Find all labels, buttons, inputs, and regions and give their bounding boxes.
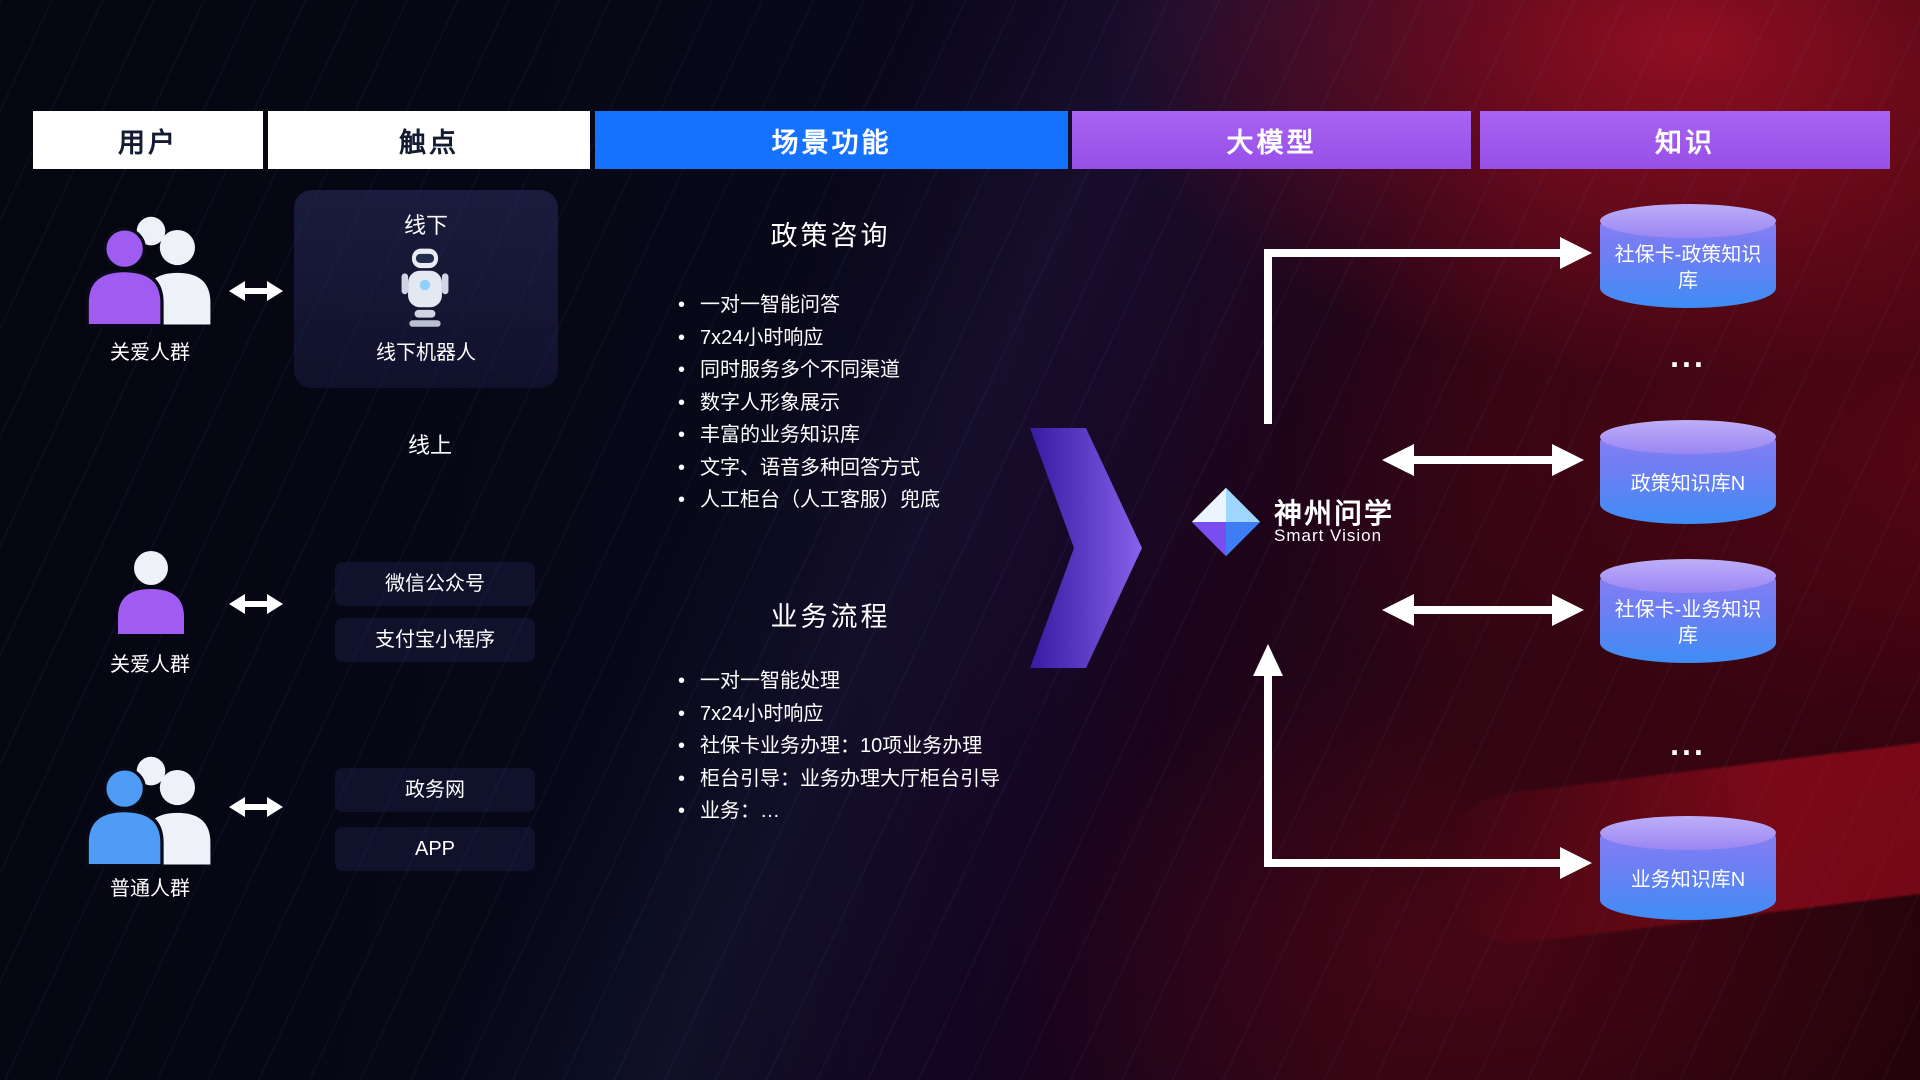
model-subtitle: Smart Vision [1274, 526, 1383, 545]
channel-app: APP [335, 827, 535, 871]
list-item: 数字人形象展示 [676, 387, 940, 420]
diamond-gem-logo-icon [1188, 484, 1264, 560]
db-label: 社保卡-业务知识库 [1614, 599, 1762, 647]
db-label: 社保卡-政策知识库 [1614, 244, 1762, 292]
online-label: 线上 [407, 433, 452, 458]
knowledge-db: 政策知识库N [1600, 420, 1776, 524]
list-item: 一对一智能问答 [676, 289, 940, 322]
header-touchpoints: 触点 [268, 111, 590, 169]
offline-robot-caption: 线下机器人 [376, 342, 476, 364]
list-item: 人工柜台（人工客服）兜底 [676, 484, 940, 517]
list-item: 柜台引导：业务办理大厅柜台引导 [676, 763, 1000, 796]
list-item: 文字、语音多种回答方式 [676, 452, 940, 485]
list-item: 社保卡业务办理：10项业务办理 [676, 730, 1000, 763]
user-group-label: 关爱人群 [110, 342, 190, 364]
list-item: 丰富的业务知识库 [676, 419, 940, 452]
header-large-model: 大模型 [1072, 111, 1471, 169]
knowledge-db: 社保卡-业务知识库 [1600, 559, 1776, 663]
header-scenarios: 场景功能 [595, 111, 1068, 169]
ellipsis-dots: ... [1670, 338, 1706, 374]
list-item: 业务：… [676, 795, 1000, 828]
db-label: 政策知识库N [1630, 473, 1746, 495]
channel-govweb: 政务网 [335, 768, 535, 812]
channel-wechat: 微信公众号 [335, 562, 535, 606]
db-label: 业务知识库N [1630, 869, 1746, 891]
flow-arrow-icon [1030, 428, 1142, 668]
double-arrow-icon [228, 793, 284, 821]
list-item: 7x24小时响应 [676, 322, 940, 355]
user-person-label: 关爱人群 [110, 654, 190, 676]
db-cylinder-top [1600, 559, 1776, 593]
ellipsis-dots: ... [1670, 726, 1706, 762]
user-general-label: 普通人群 [110, 878, 190, 900]
scenario-title-business: 业务流程 [770, 602, 891, 632]
offline-robot-card: 线下 线下机器人 [294, 190, 558, 388]
header-knowledge: 知识 [1480, 111, 1890, 169]
scenario-business-list: 一对一智能处理 7x24小时响应 社保卡业务办理：10项业务办理 柜台引导：业务… [676, 665, 1000, 828]
double-arrow-icon [228, 277, 284, 305]
scenario-title-policy: 政策咨询 [770, 221, 891, 251]
group-people-purple-icon [85, 210, 217, 328]
robot-icon [396, 246, 454, 332]
model-name: 神州问学 [1274, 498, 1395, 529]
db-cylinder-top [1600, 204, 1776, 238]
person-purple-icon [115, 548, 187, 636]
list-item: 一对一智能处理 [676, 665, 1000, 698]
knowledge-db: 社保卡-政策知识库 [1600, 204, 1776, 308]
db-cylinder-top [1600, 816, 1776, 850]
list-item: 7x24小时响应 [676, 698, 1000, 731]
knowledge-db: 业务知识库N [1600, 816, 1776, 920]
channel-alipay: 支付宝小程序 [335, 618, 535, 662]
header-users: 用户 [33, 111, 263, 169]
group-people-blue-icon [85, 750, 217, 868]
double-arrow-icon [228, 590, 284, 618]
scenario-policy-list: 一对一智能问答 7x24小时响应 同时服务多个不同渠道 数字人形象展示 丰富的业… [676, 289, 940, 517]
offline-title: 线下 [403, 213, 448, 238]
list-item: 同时服务多个不同渠道 [676, 354, 940, 387]
db-cylinder-top [1600, 420, 1776, 454]
